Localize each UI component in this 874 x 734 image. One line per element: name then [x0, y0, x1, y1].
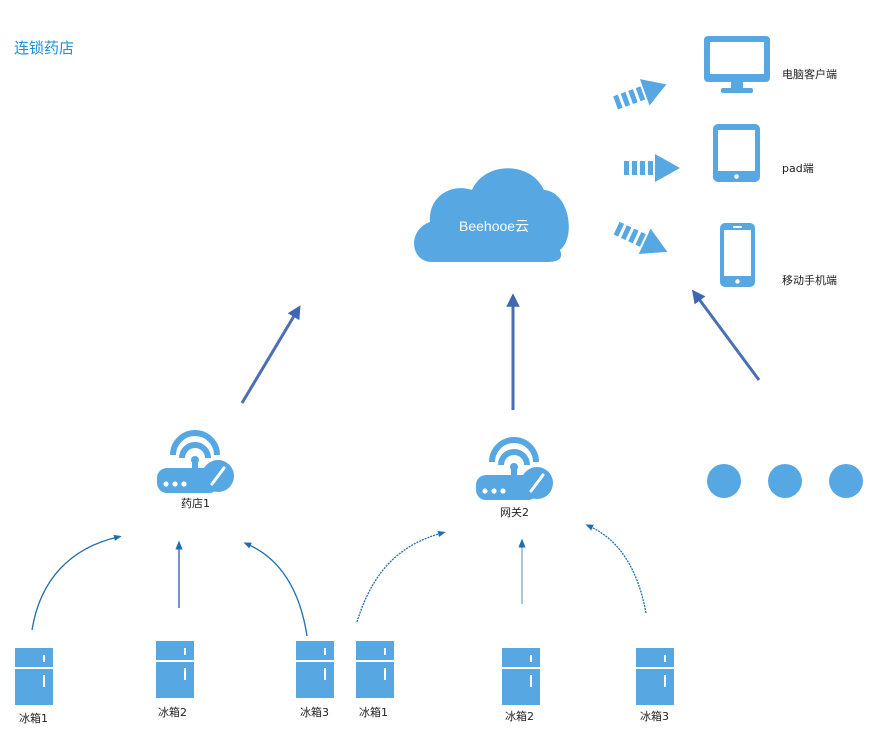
gateway-left-label: 药店1	[181, 497, 210, 510]
mobile-stream-arrow-icon	[613, 221, 668, 254]
more-dot-1	[707, 464, 741, 498]
pad-stream-arrow-icon	[624, 154, 680, 182]
fridge-icon-left-1	[15, 648, 53, 705]
router-icon-left	[157, 430, 234, 493]
more-dot-2	[768, 464, 802, 498]
tablet-icon	[713, 124, 760, 182]
phone-icon	[720, 223, 755, 287]
fridge-icon-right-2	[502, 648, 540, 705]
mobile-client-label: 移动手机端	[782, 274, 837, 287]
desktop-client-label: 电脑客户端	[782, 68, 837, 81]
cloud-label: Beehooe云	[459, 218, 530, 234]
upload-arrow-right	[691, 289, 761, 381]
gateway-right-label: 网关2	[500, 506, 529, 519]
fridge-link-left-1	[31, 534, 122, 631]
fridge-icon-left-2	[156, 641, 194, 698]
fridge-left-2-label: 冰箱2	[158, 706, 187, 719]
desktop-stream-arrow-icon	[613, 79, 667, 110]
fridge-right-1-label: 冰箱1	[359, 706, 388, 719]
more-dot-3	[829, 464, 863, 498]
fridge-right-2-label: 冰箱2	[505, 710, 534, 723]
router-icon-right	[476, 437, 553, 500]
fridge-left-3-label: 冰箱3	[300, 706, 329, 719]
page-title: 连锁药店	[14, 39, 75, 57]
cloud-icon	[414, 168, 569, 262]
fridge-right-3-label: 冰箱3	[640, 710, 669, 723]
fridge-icon-right-3	[636, 648, 674, 705]
fridge-link-right-1	[356, 531, 446, 623]
fridge-link-left-3	[243, 542, 308, 637]
upload-arrow-left	[240, 305, 301, 404]
fridge-left-1-label: 冰箱1	[19, 712, 48, 725]
fridge-icon-right-1	[356, 641, 394, 698]
fridge-link-right-3	[585, 524, 647, 614]
monitor-icon	[704, 36, 770, 93]
fridge-icon-left-3	[296, 641, 334, 698]
pad-client-label: pad端	[782, 162, 814, 175]
